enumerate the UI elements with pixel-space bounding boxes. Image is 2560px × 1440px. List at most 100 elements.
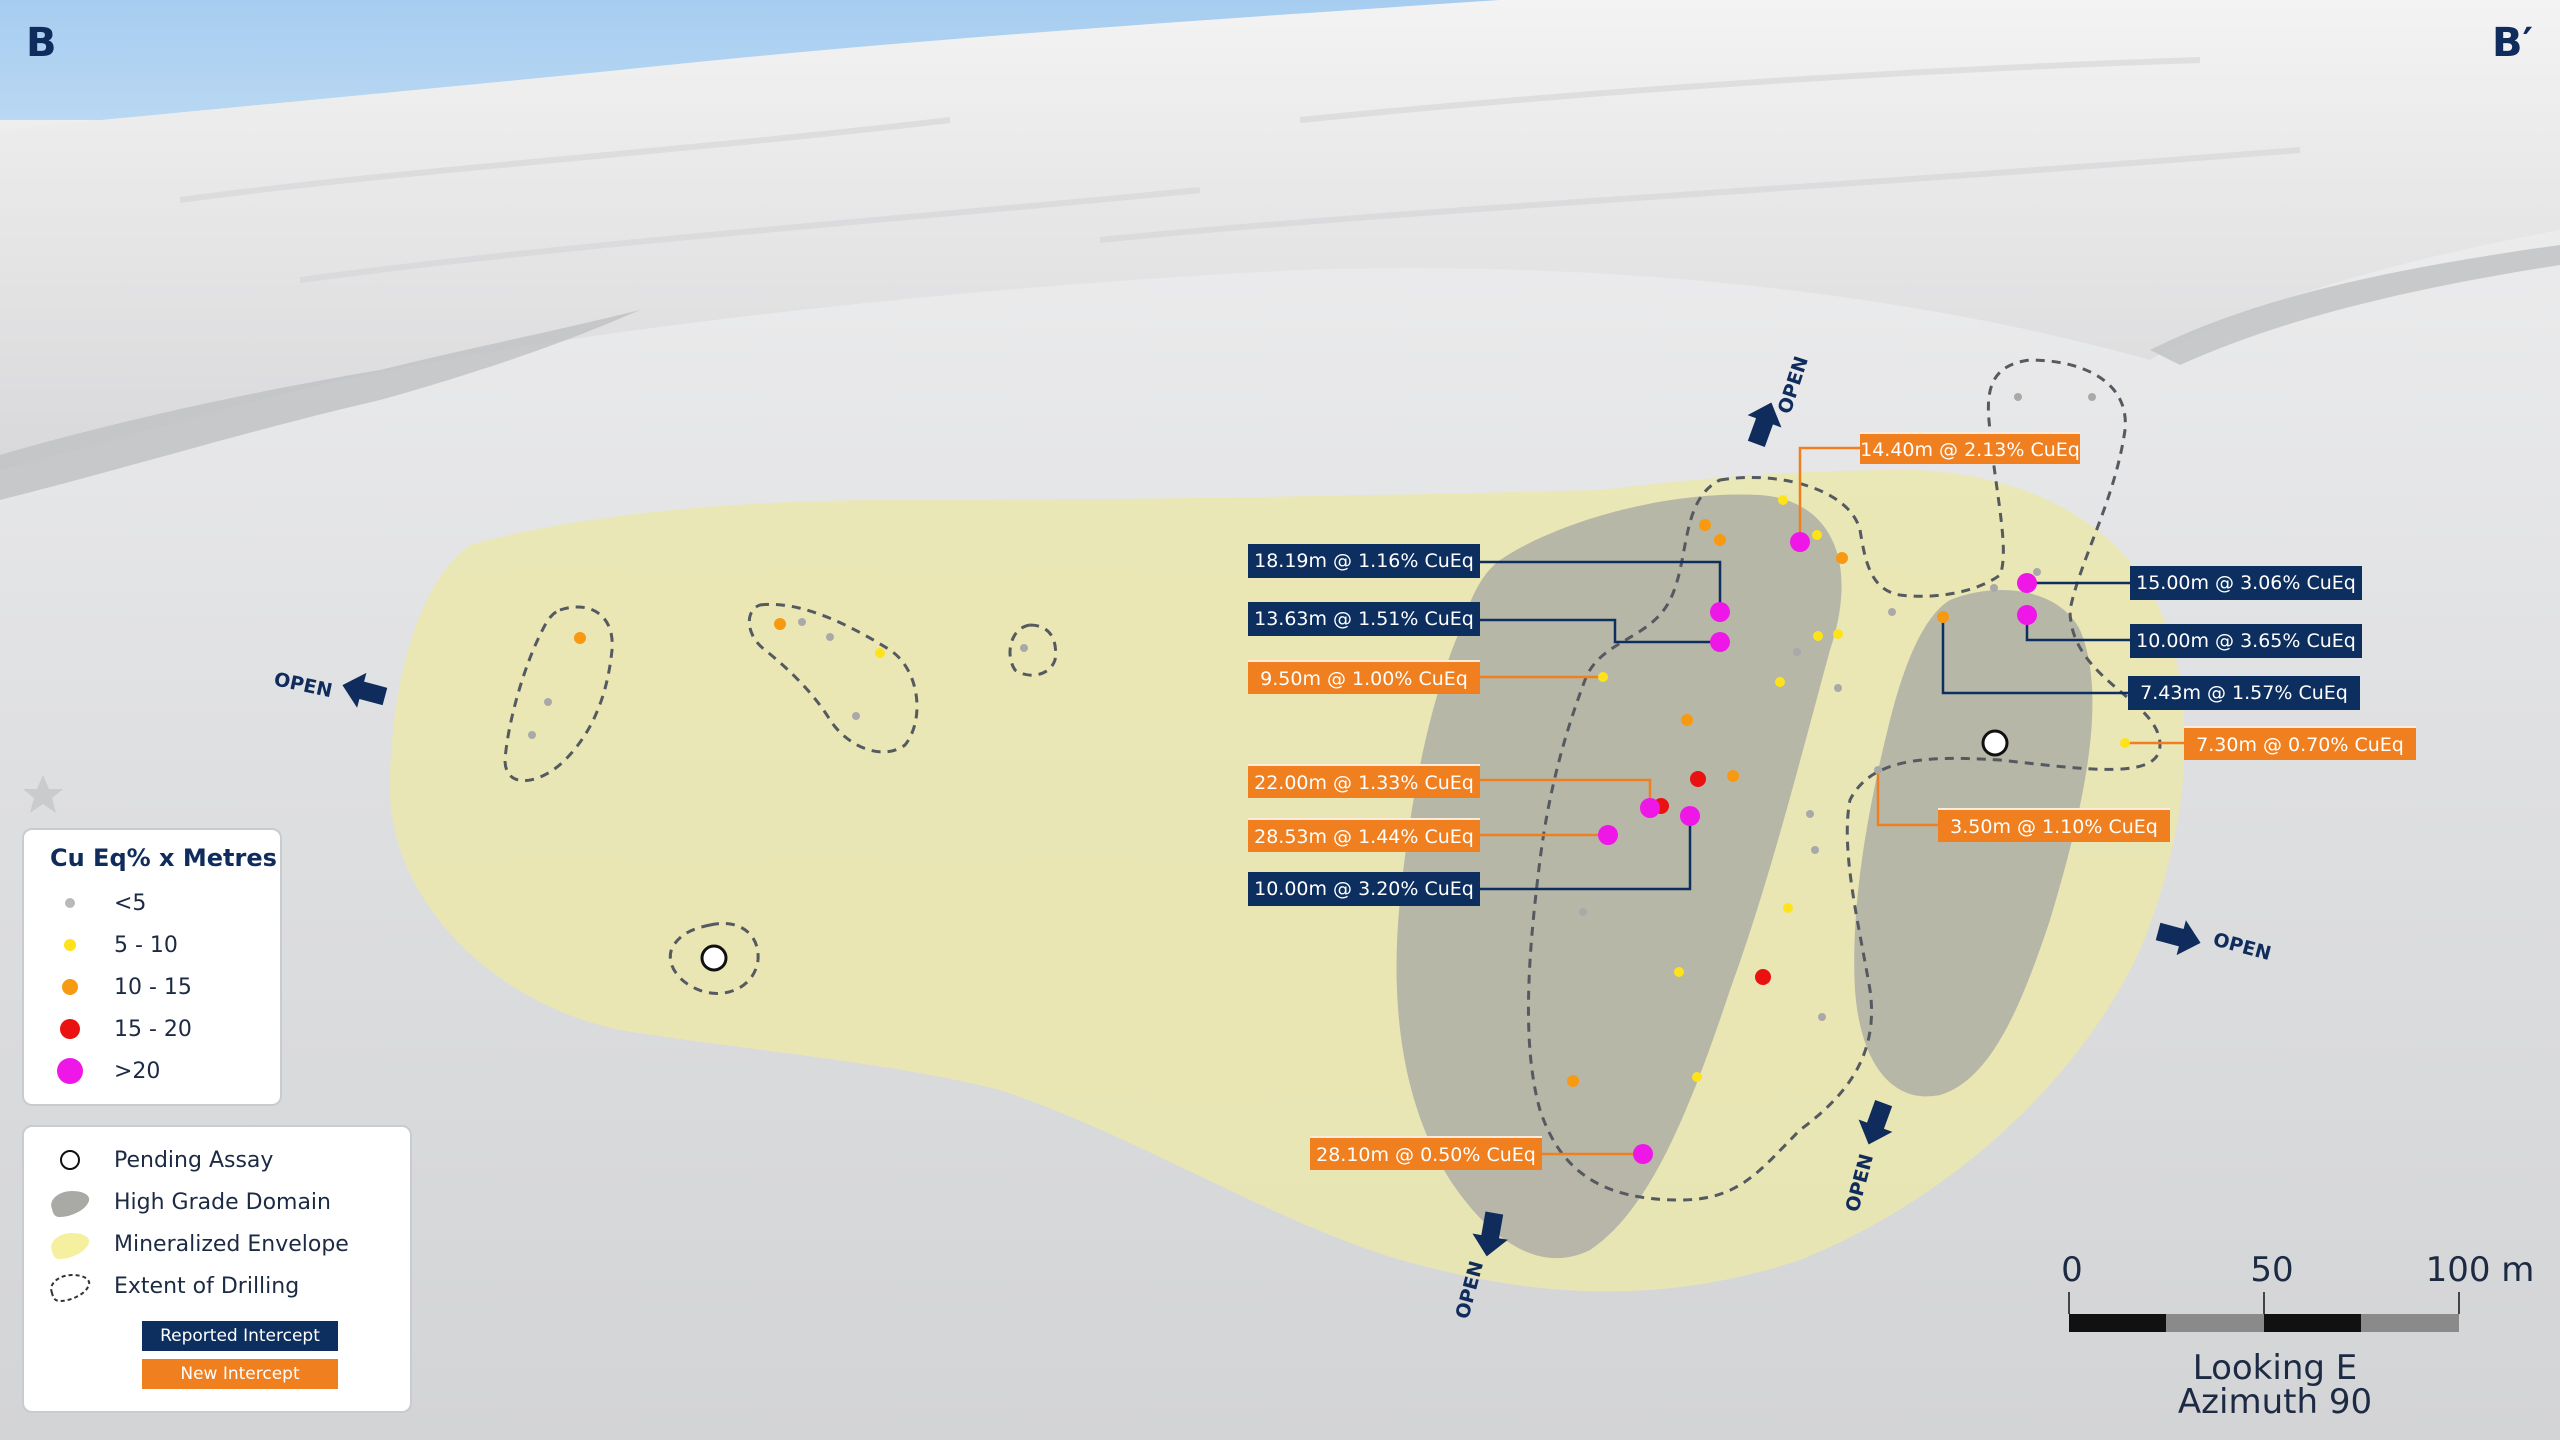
drill-point-lt5 xyxy=(798,618,806,626)
drill-point-gt20 xyxy=(1680,806,1700,826)
leader-3-50 xyxy=(1876,770,1938,827)
arrow-left-icon xyxy=(342,672,388,708)
feature-legend-item: Extent of Drilling xyxy=(24,1269,412,1303)
drill-point-lt5 xyxy=(852,712,860,720)
grade-legend-item: 5 - 10 xyxy=(24,928,282,962)
new-intercept-label: 7.30m @ 0.70% CuEq xyxy=(2184,726,2416,760)
grade-legend-label: <5 xyxy=(114,890,147,916)
new-intercept-label: 9.50m @ 1.00% CuEq xyxy=(1248,660,1480,694)
drill-point-5-10 xyxy=(1833,629,1843,639)
feature-legend-label: Pending Assay xyxy=(114,1147,274,1173)
grade-dot-icon xyxy=(64,939,76,951)
drill-point-lt5 xyxy=(2014,393,2022,401)
drill-point-lt5 xyxy=(1818,1013,1826,1021)
section-start-label: B xyxy=(26,20,57,66)
drill-point-gt20 xyxy=(2017,573,2037,593)
new-intercept-label: 28.53m @ 1.44% CuEq xyxy=(1248,818,1480,852)
new-intercept-label: 14.40m @ 2.13% CuEq xyxy=(1860,432,2080,464)
extent-of-drilling xyxy=(503,358,2162,1202)
drill-point-lt5 xyxy=(528,731,536,739)
reported-intercept-label: 15.00m @ 3.06% CuEq xyxy=(2130,566,2362,600)
extent-of-drilling-main xyxy=(1526,358,2162,1202)
feature-legend-item: Mineralized Envelope xyxy=(24,1227,412,1261)
drill-point-lt5 xyxy=(544,698,552,706)
pending-assay-point xyxy=(1981,729,2009,757)
drill-point-gt20 xyxy=(2017,605,2037,625)
arrow-up-icon xyxy=(1747,402,1782,447)
terrain-shadow xyxy=(0,310,640,500)
drill-point-gt20 xyxy=(1633,1144,1653,1164)
new-intercept-label: 3.50m @ 1.10% CuEq xyxy=(1938,808,2170,842)
drill-point-5-10 xyxy=(1674,967,1684,977)
feature-legend: Pending Assay High Grade Domain Minerali… xyxy=(22,1125,412,1413)
grade-legend-item: 10 - 15 xyxy=(24,970,282,1004)
drill-point-lt5 xyxy=(1793,648,1801,656)
drill-point-5-10 xyxy=(875,648,885,658)
grade-legend-item: >20 xyxy=(24,1054,282,1088)
dashed-outline-icon xyxy=(50,1273,91,1303)
new-intercept-label: 28.10m @ 0.50% CuEq xyxy=(1310,1136,1542,1170)
drill-point-5-10 xyxy=(1598,672,1608,682)
feature-legend-item: Pending Assay xyxy=(24,1143,412,1177)
extent-of-drilling-west-1 xyxy=(503,605,614,783)
arrow-right-icon xyxy=(2155,920,2201,956)
leader-10-00a xyxy=(1480,816,1692,891)
high-grade-domain-west xyxy=(1396,494,1842,1259)
arrow-down-icon xyxy=(1472,1211,1508,1257)
drill-point-lt5 xyxy=(1811,846,1819,854)
grade-dot-icon xyxy=(65,898,75,908)
drill-point-10-15 xyxy=(1727,770,1739,782)
drill-point-lt5 xyxy=(1834,684,1842,692)
grade-legend: Cu Eq% x Metres <5 5 - 10 10 - 15 15 - 2… xyxy=(22,828,282,1106)
scale-ruler xyxy=(2068,1292,2460,1332)
grade-dot-icon xyxy=(62,979,78,995)
grade-legend-label: 10 - 15 xyxy=(114,974,192,1000)
scale-tick-100: 100 m xyxy=(2425,1250,2535,1290)
drill-point-10-15 xyxy=(1937,611,1949,623)
drill-points xyxy=(528,393,2130,1164)
scale-bar: 0 50 100 m Looking E Azimuth 90 xyxy=(2060,1250,2534,1430)
terrain-texture xyxy=(179,57,2301,283)
reported-intercept-label: 7.43m @ 1.57% CuEq xyxy=(2128,676,2360,710)
grade-dot-icon xyxy=(57,1058,83,1084)
grade-legend-item: 15 - 20 xyxy=(24,1012,282,1046)
view-direction: Looking E xyxy=(2192,1348,2358,1388)
terrain-ridge xyxy=(0,0,2560,470)
drill-point-5-10 xyxy=(1692,1072,1702,1082)
pending-assay-point xyxy=(700,944,728,972)
arrow-down-icon xyxy=(1858,1100,1893,1145)
drill-point-5-10 xyxy=(1775,677,1785,687)
drill-point-gt20 xyxy=(1790,532,1810,552)
drill-point-lt5 xyxy=(1874,766,1882,774)
reported-intercept-label: 10.00m @ 3.20% CuEq xyxy=(1248,872,1480,906)
grade-dot-icon xyxy=(60,1019,80,1039)
drill-point-15-20 xyxy=(1690,771,1706,787)
drill-point-10-15 xyxy=(1681,714,1693,726)
logo-icon xyxy=(23,775,63,813)
reported-intercept-label: 13.63m @ 1.51% CuEq xyxy=(1248,602,1480,636)
leader-13-63 xyxy=(1480,618,1720,644)
reported-intercept-label: 18.19m @ 1.16% CuEq xyxy=(1248,544,1480,578)
leader-7-43 xyxy=(1941,617,2128,695)
drill-point-10-15 xyxy=(574,632,586,644)
drill-point-10-15 xyxy=(1567,1075,1579,1087)
drill-point-15-20 xyxy=(1755,969,1771,985)
drill-point-10-15 xyxy=(774,618,786,630)
drill-point-5-10 xyxy=(1812,530,1822,540)
grey-blob-icon xyxy=(51,1191,90,1217)
drill-point-gt20 xyxy=(1640,798,1660,818)
grade-legend-label: >20 xyxy=(114,1058,161,1084)
drill-point-5-10 xyxy=(1813,631,1823,641)
feature-legend-label: High Grade Domain xyxy=(114,1189,331,1215)
extent-of-drilling-west-4 xyxy=(668,922,760,995)
scale-tick-0: 0 xyxy=(2061,1250,2083,1290)
feature-legend-label: Extent of Drilling xyxy=(114,1273,300,1299)
terrain-escarpment xyxy=(2150,245,2560,365)
drill-point-5-10 xyxy=(1778,495,1788,505)
drill-point-lt5 xyxy=(1579,908,1587,916)
drill-point-gt20 xyxy=(1710,602,1730,622)
drill-point-10-15 xyxy=(1699,519,1711,531)
view-azimuth: Azimuth 90 xyxy=(2177,1382,2373,1422)
drill-point-5-10 xyxy=(2120,738,2130,748)
drill-point-lt5 xyxy=(1020,644,1028,652)
